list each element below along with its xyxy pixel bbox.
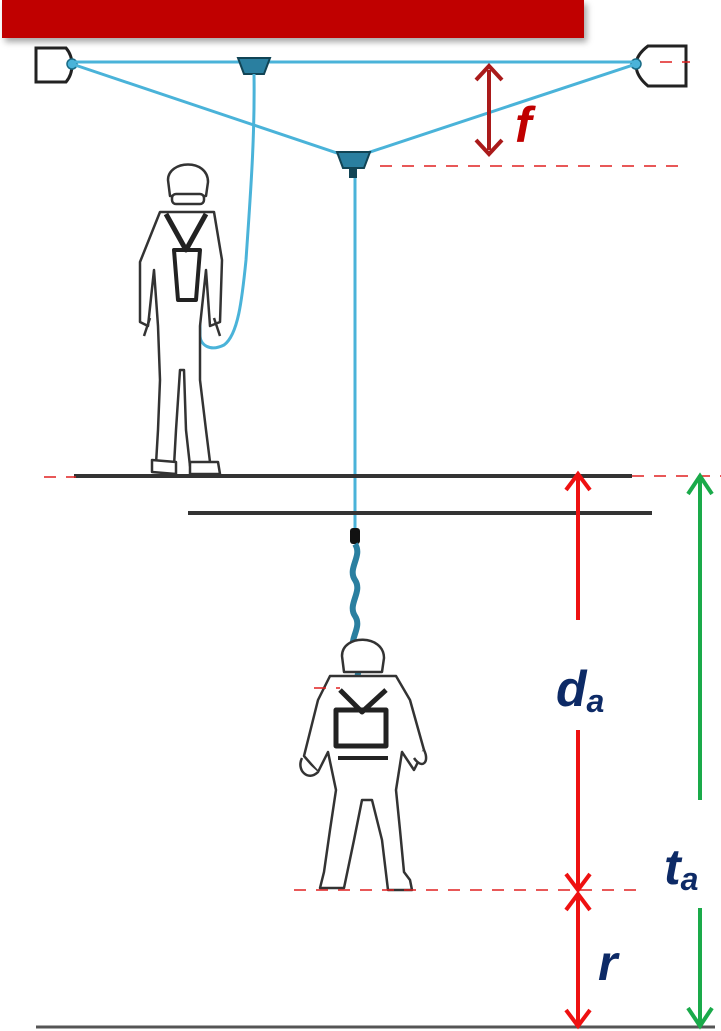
anchor-post-right-icon — [630, 44, 688, 88]
harness-connector-icon — [236, 57, 272, 75]
total-clearance-arrow — [686, 472, 714, 1030]
header-banner — [2, 0, 584, 38]
fall-distance-arrow — [564, 470, 592, 894]
label-da-main: d — [556, 661, 588, 717]
lanyard-connector — [350, 528, 360, 544]
reference-lines — [44, 61, 721, 891]
residual-clearance-arrow — [564, 890, 592, 1030]
anchor-post-left-icon — [34, 46, 78, 84]
lanyard-standing — [198, 73, 256, 350]
harness-connector-icon — [335, 151, 372, 178]
label-ta-main: t — [664, 839, 683, 895]
label-da: da — [556, 661, 604, 719]
label-da-sub: a — [587, 683, 605, 719]
label-f: f — [515, 97, 536, 153]
label-r: r — [598, 935, 620, 991]
deflection-arrow — [474, 63, 504, 157]
lifeline-deflected — [71, 62, 637, 160]
label-ta: ta — [664, 839, 698, 897]
label-ta-sub: a — [681, 861, 699, 897]
worker-fallen-icon — [299, 638, 428, 892]
worker-standing-icon — [138, 163, 224, 476]
